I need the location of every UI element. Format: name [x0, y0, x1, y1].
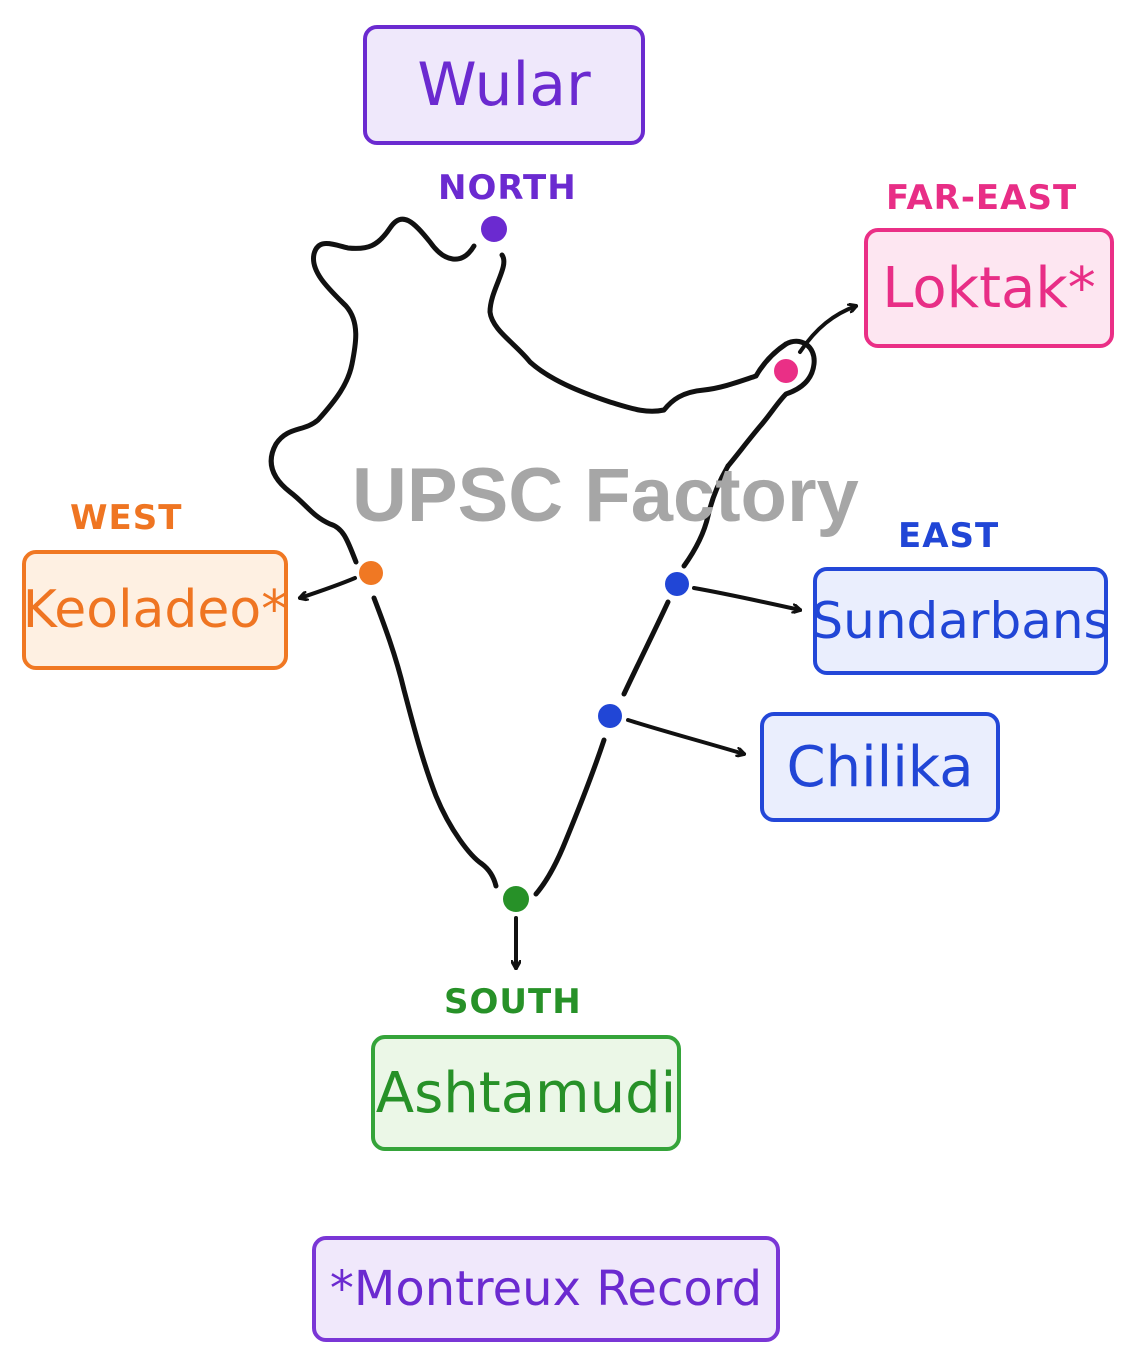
map-outline-west	[268, 216, 477, 565]
region-label-far-east: FAR-EAST	[886, 178, 1078, 218]
lake-box-chilika: Chilika	[760, 712, 1000, 822]
wular-dot	[481, 216, 507, 242]
map-outline-west-coast	[371, 595, 499, 889]
map-outline-east-coast-lower	[621, 599, 671, 697]
lake-name-ashtamudi: Ashtamudi	[375, 1060, 677, 1126]
lake-box-keoladeo: Keoladeo*	[22, 550, 288, 670]
lake-name-keoladeo: Keoladeo*	[22, 580, 288, 640]
lake-box-sundarbans: Sundarbans	[811, 567, 1110, 675]
lake-box-ashtamudi: Ashtamudi	[371, 1035, 681, 1151]
keoladeo-dot	[359, 561, 383, 585]
region-label-south: SOUTH	[444, 982, 582, 1022]
lake-name-loktak: Loktak*	[882, 255, 1096, 321]
map-outline-northeast-loop	[725, 338, 817, 469]
lake-name-sundarbans: Sundarbans	[811, 592, 1110, 650]
loktak-dot	[774, 359, 798, 383]
ashtamudi-dot	[503, 886, 529, 912]
legend-box: *Montreux Record	[312, 1236, 780, 1342]
region-label-north: NORTH	[438, 168, 577, 208]
lake-name-chilika: Chilika	[786, 734, 974, 800]
lake-box-wular: Wular	[363, 25, 645, 145]
lake-name-wular: Wular	[417, 50, 591, 120]
map-outline-east-coast	[681, 463, 731, 569]
sundarbans-arrow	[692, 586, 800, 610]
keoladeo-arrow	[300, 576, 357, 598]
chilika-arrow	[626, 718, 744, 754]
legend-text: *Montreux Record	[329, 1261, 763, 1317]
watermark-text: UPSC Factory	[352, 453, 859, 538]
sundarbans-dot	[665, 572, 689, 596]
map-outline-southeast-coast	[533, 737, 607, 897]
loktak-arrow	[798, 306, 856, 354]
region-label-east: EAST	[898, 516, 1000, 556]
lake-box-loktak: Loktak*	[864, 228, 1114, 348]
region-label-west: WEST	[70, 498, 183, 538]
chilika-dot	[598, 704, 622, 728]
map-outline-north-east	[487, 252, 789, 414]
